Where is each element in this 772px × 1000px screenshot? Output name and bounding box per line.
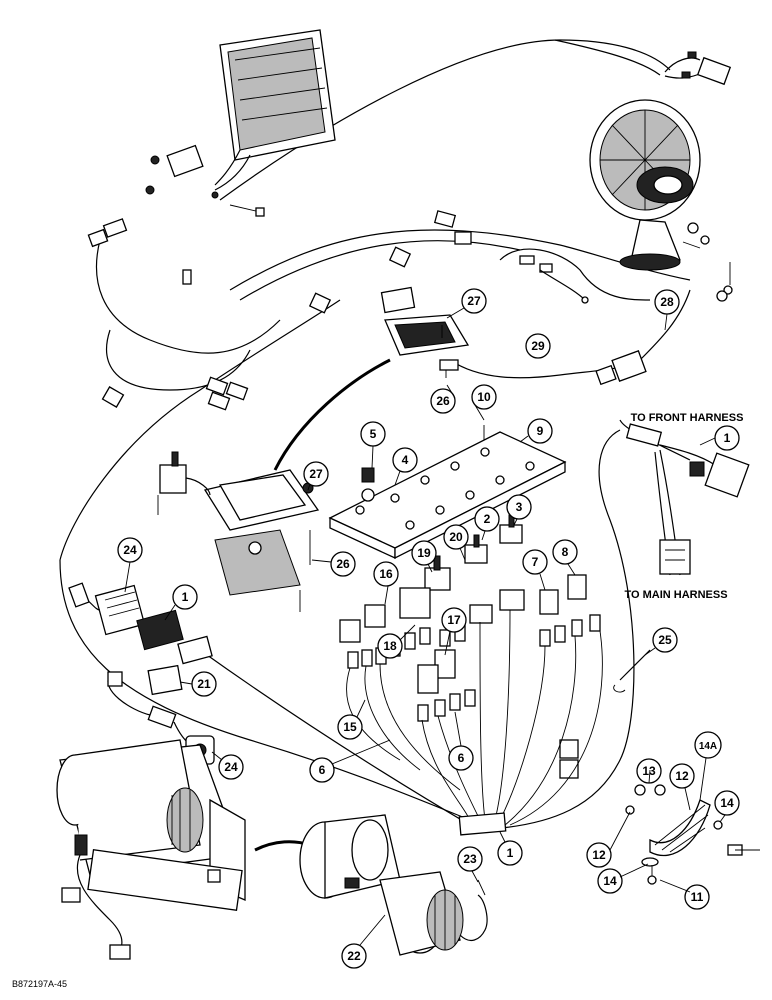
lead-line xyxy=(273,358,391,471)
callout-circle xyxy=(471,384,497,410)
callout-1-front: 1 xyxy=(724,431,731,445)
callout-23: 23 xyxy=(463,852,477,866)
switch-connectors xyxy=(347,589,601,779)
to-main-harness-label: TO MAIN HARNESS xyxy=(624,589,727,601)
callout-circle xyxy=(337,714,363,740)
callout-16: 16 xyxy=(379,567,393,581)
callout-circle xyxy=(652,627,678,653)
callout-28: 28 xyxy=(660,295,674,309)
wire-loom xyxy=(458,812,507,836)
top-right-connector xyxy=(664,51,732,86)
callout-circle xyxy=(441,607,467,633)
switch-leads xyxy=(346,609,603,826)
callout-26-upper: 26 xyxy=(436,394,450,408)
callout-12-right: 12 xyxy=(675,769,689,783)
callout-15: 15 xyxy=(343,720,357,734)
callout-leaders xyxy=(124,307,726,946)
callout-19: 19 xyxy=(417,546,431,560)
callout-14A: 14A xyxy=(699,741,717,752)
callout-circle xyxy=(684,884,710,910)
blower-housing xyxy=(56,739,246,960)
callout-1-left: 1 xyxy=(182,590,189,604)
callout-circle xyxy=(552,539,578,565)
callout-circle xyxy=(411,540,437,566)
callout-6-right: 6 xyxy=(458,751,465,765)
callout-17: 17 xyxy=(447,613,461,627)
callout-27-lower: 27 xyxy=(309,467,323,481)
cab-fan xyxy=(589,99,733,295)
callout-20: 20 xyxy=(449,530,463,544)
callout-11: 11 xyxy=(691,890,704,904)
callout-circle xyxy=(669,763,695,789)
callout-10: 10 xyxy=(477,390,491,404)
callout-24-lower: 24 xyxy=(224,760,238,774)
callout-9: 9 xyxy=(537,424,544,438)
callout-circle xyxy=(309,757,335,783)
callout-circle xyxy=(461,288,487,314)
callout-circle xyxy=(218,754,244,780)
callout-29: 29 xyxy=(531,339,545,353)
callout-circle xyxy=(377,633,403,659)
callout-26-lower: 26 xyxy=(336,557,350,571)
heater-core xyxy=(87,29,336,285)
callout-circle xyxy=(714,790,740,816)
callout-circle xyxy=(506,494,532,520)
callout-25: 25 xyxy=(658,633,672,647)
right-side-parts xyxy=(439,289,750,693)
callout-circle xyxy=(373,561,399,587)
callout-circle xyxy=(172,584,198,610)
dome-light-lower xyxy=(203,469,320,612)
callout-13: 13 xyxy=(642,764,656,778)
ground-strap xyxy=(625,768,760,885)
toggle-switches xyxy=(339,514,587,694)
callout-circle xyxy=(525,333,551,359)
mid-top-connectors xyxy=(101,210,589,411)
callout-4: 4 xyxy=(402,453,409,467)
callout-2: 2 xyxy=(484,512,491,526)
callout-6-left: 6 xyxy=(319,763,326,777)
callout-circle xyxy=(597,868,623,894)
callout-3: 3 xyxy=(516,500,523,514)
callout-circle xyxy=(522,549,548,575)
callout-circle xyxy=(497,840,523,866)
callout-circle xyxy=(527,418,553,444)
callout-circle xyxy=(694,731,722,759)
left-relay xyxy=(157,451,211,515)
callout-circle xyxy=(457,846,483,872)
blower-motor xyxy=(299,814,488,956)
callout-circles xyxy=(117,288,740,969)
callout-numbers: 1 1 1 2 3 4 5 6 6 7 8 9 10 11 12 12 13 1… xyxy=(123,294,734,963)
callout-circle xyxy=(341,943,367,969)
callout-27-upper: 27 xyxy=(467,294,481,308)
callout-18: 18 xyxy=(383,639,397,653)
left-connectors xyxy=(68,582,215,765)
callout-circle xyxy=(474,506,500,532)
to-front-harness-label: TO FRONT HARNESS xyxy=(631,412,744,424)
harness-wires xyxy=(59,39,691,831)
callout-8: 8 xyxy=(562,545,569,559)
callout-21: 21 xyxy=(197,677,211,691)
dome-light-upper xyxy=(380,286,470,378)
callout-14-left: 14 xyxy=(603,874,617,888)
callout-24-upper: 24 xyxy=(123,543,137,557)
callout-circle xyxy=(303,461,329,487)
callout-7: 7 xyxy=(532,555,539,569)
callout-12-left: 12 xyxy=(592,848,606,862)
callout-14-right: 14 xyxy=(720,796,734,810)
callout-circle xyxy=(443,524,469,550)
callout-circle xyxy=(392,447,418,473)
callout-circle xyxy=(586,842,612,868)
drawing-code: B872197A-45 xyxy=(12,979,67,989)
callout-circle xyxy=(430,388,456,414)
callout-circle xyxy=(330,551,356,577)
callout-5: 5 xyxy=(370,427,377,441)
callout-22: 22 xyxy=(347,949,361,963)
callout-1-bottom: 1 xyxy=(507,846,514,860)
